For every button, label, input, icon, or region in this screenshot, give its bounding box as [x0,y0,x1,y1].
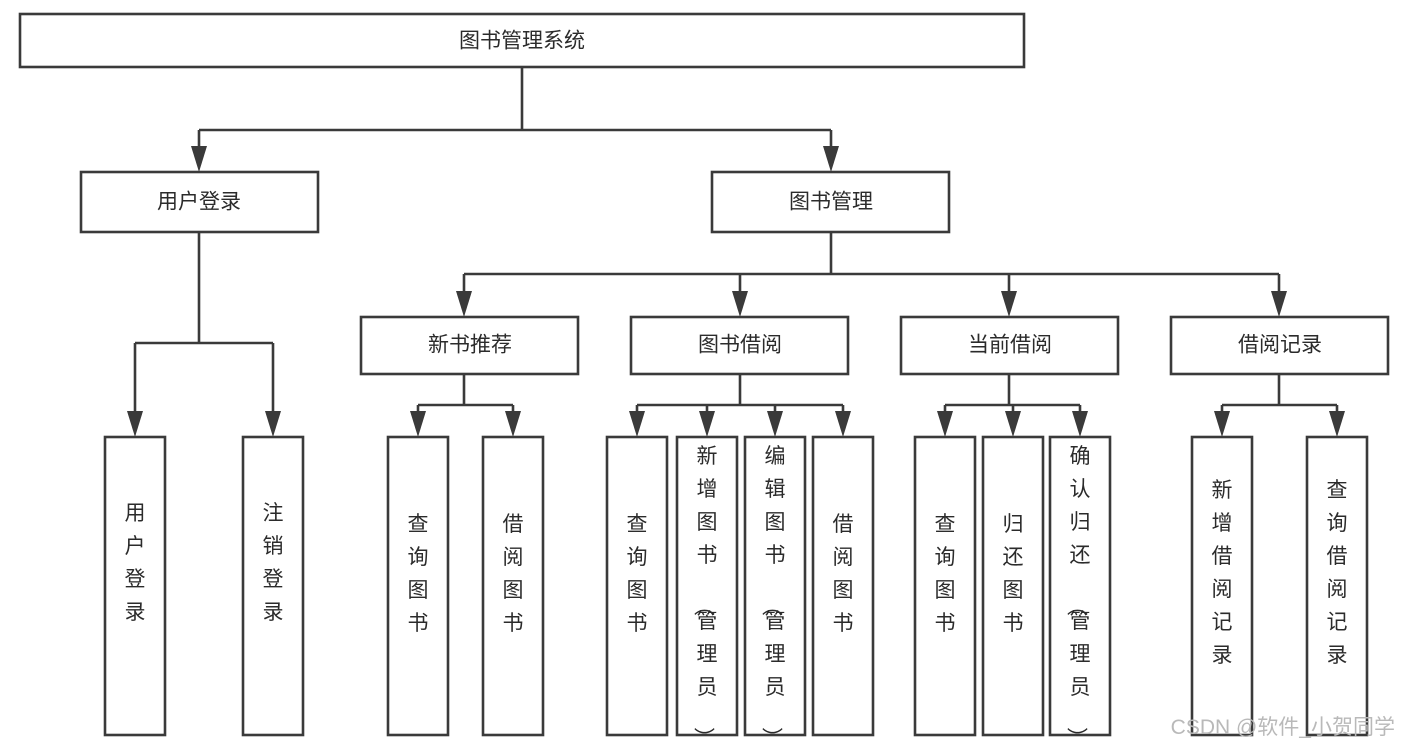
node-leaf-box[interactable] [241,435,305,737]
node-borrow-record-box[interactable] [1169,315,1390,376]
node-leaf-label: 编辑图书（管理员） [760,445,786,747]
node-leaf-box[interactable] [481,435,545,737]
node-user-login[interactable]: 用户登录 [79,170,320,234]
node-leaf-current-borrow-1[interactable]: 归还图书 [981,435,1045,737]
node-user-login-box[interactable] [79,170,320,234]
node-leaf-box[interactable] [1048,435,1112,737]
arrowhead-book-borrow-leaf-1 [699,411,715,437]
node-leaf-current-borrow-0[interactable]: 查询图书 [913,435,977,737]
node-root[interactable]: 图书管理系统 [18,12,1026,69]
arrowhead-borrow-record-leaf-0 [1214,411,1230,437]
node-user-login-label: 用户登录 [157,191,241,214]
node-leaf-label: 查询借阅记录 [1327,479,1348,667]
node-leaf-label: 查询图书 [408,513,429,635]
node-new-book-recommend-box[interactable] [359,315,580,376]
node-leaf-label: 用户登录 [125,502,146,624]
node-leaf-book-borrow-2[interactable]: 编辑图书（管理员） [743,435,807,748]
edge-group-book-manage-to-level3 [456,232,1287,317]
node-leaf-current-borrow-2[interactable]: 确认归还（管理员） [1048,435,1112,748]
node-leaf-label: 查询图书 [935,513,956,635]
node-leaf-label: 归还图书 [1003,513,1024,635]
node-leaf-book-borrow-0[interactable]: 查询图书 [605,435,669,737]
arrowhead-current-borrow-leaf-0 [937,411,953,437]
arrowhead-book-borrow-leaf-0 [629,411,645,437]
arrowhead-new-book-leaf-1 [505,411,521,437]
edge-group-user-login-to-leaves [127,232,281,437]
node-book-borrow[interactable]: 图书借阅 [629,315,850,376]
arrowhead-current-borrow-leaf-2 [1072,411,1088,437]
node-leaf-new-book-1[interactable]: 借阅图书 [481,435,545,737]
node-leaf-label: 确认归还（管理员） [1065,445,1091,747]
node-leaf-box[interactable] [913,435,977,737]
node-leaf-label: 借阅图书 [833,513,854,635]
arrowhead-to-user-login [191,146,207,172]
edge-group-borrow-record-to-leaves [1214,374,1345,437]
arrowhead-borrow-record-leaf-1 [1329,411,1345,437]
edge-group-book-borrow-to-leaves [629,374,851,437]
edge-group-current-borrow-to-leaves [937,374,1088,437]
node-leaf-label: 借阅图书 [503,513,524,635]
arrowhead-current-borrow [1001,291,1017,317]
node-leaf-box[interactable] [605,435,669,737]
arrowhead-book-borrow-leaf-2 [767,411,783,437]
node-borrow-record[interactable]: 借阅记录 [1169,315,1390,376]
node-leaf-label: 新增图书（管理员） [692,445,718,747]
node-borrow-record-label: 借阅记录 [1238,334,1322,357]
node-book-manage-label: 图书管理 [789,191,873,214]
node-current-borrow-box[interactable] [899,315,1120,376]
node-new-book-recommend-label: 新书推荐 [428,334,512,357]
arrowhead-book-borrow-leaf-3 [835,411,851,437]
node-leaf-box[interactable] [1305,435,1369,737]
node-root-label: 图书管理系统 [459,30,585,53]
node-new-book-recommend[interactable]: 新书推荐 [359,315,580,376]
node-current-borrow-label: 当前借阅 [968,334,1052,357]
node-leaf-user-login-1[interactable]: 注销登录 [241,435,305,737]
arrowhead-user-login-leaf-1 [265,411,281,437]
node-book-manage[interactable]: 图书管理 [710,170,951,234]
arrowhead-to-book-manage [823,146,839,172]
node-leaf-borrow-record-1[interactable]: 查询借阅记录 [1305,435,1369,737]
node-leaf-label: 查询图书 [627,513,648,635]
arrowhead-new-book [456,291,472,317]
node-leaf-new-book-0[interactable]: 查询图书 [386,435,450,737]
edge-group-new-book-to-leaves [410,374,521,437]
arrowhead-borrow-record [1271,291,1287,317]
node-book-borrow-label: 图书借阅 [698,334,782,357]
arrowhead-new-book-leaf-0 [410,411,426,437]
node-book-manage-box[interactable] [710,170,951,234]
node-leaf-label: 新增借阅记录 [1212,479,1233,667]
csdn-watermark: CSDN @软件_小贺同学 [1171,716,1395,739]
node-root-box[interactable] [18,12,1026,69]
arrowhead-current-borrow-leaf-1 [1005,411,1021,437]
node-leaf-box[interactable] [675,435,739,737]
node-leaf-box[interactable] [981,435,1045,737]
arrowhead-user-login-leaf-0 [127,411,143,437]
node-leaf-box[interactable] [743,435,807,737]
node-leaf-user-login-0[interactable]: 用户登录 [103,435,167,737]
node-leaf-borrow-record-0[interactable]: 新增借阅记录 [1190,435,1254,737]
node-leaf-box[interactable] [103,435,167,737]
node-leaf-book-borrow-3[interactable]: 借阅图书 [811,435,875,737]
node-leaf-box[interactable] [1190,435,1254,737]
node-leaf-label: 注销登录 [263,502,284,624]
node-leaf-box[interactable] [811,435,875,737]
node-book-borrow-box[interactable] [629,315,850,376]
edge-group-root-to-level2 [191,67,839,172]
node-leaf-book-borrow-1[interactable]: 新增图书（管理员） [675,435,739,748]
node-current-borrow[interactable]: 当前借阅 [899,315,1120,376]
node-leaf-box[interactable] [386,435,450,737]
arrowhead-book-borrow [732,291,748,317]
